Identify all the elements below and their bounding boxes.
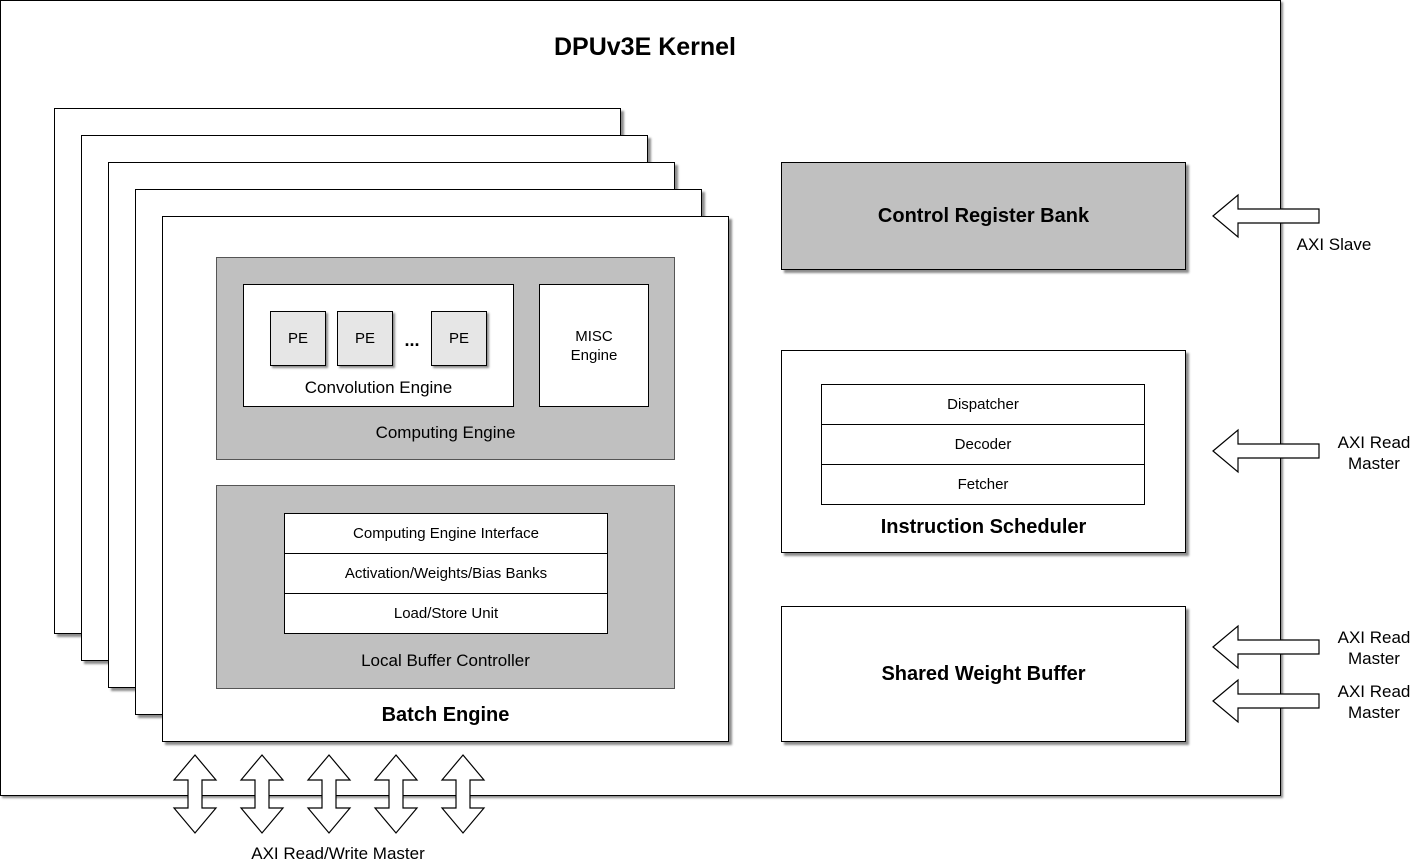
axi-slave-label: AXI Slave	[1296, 235, 1372, 254]
axi-rw-arrow-2	[239, 754, 285, 834]
instruction-scheduler: Dispatcher Decoder Fetcher Instruction S…	[781, 350, 1186, 553]
axi-read-master-2-line1: AXI Read	[1337, 628, 1411, 647]
axi-rw-arrow-3	[306, 754, 352, 834]
kernel-title: DPUv3E Kernel	[553, 33, 737, 61]
convolution-engine: PE PE ... PE Convolution Engine	[243, 284, 514, 407]
pe-block-2: PE	[337, 311, 393, 366]
lbc-row-load-store-unit: Load/Store Unit	[284, 593, 608, 634]
computing-engine-label: Computing Engine	[375, 423, 516, 442]
axi-read-master-2-line2: Master	[1348, 649, 1400, 668]
shared-weight-buffer: Shared Weight Buffer	[781, 606, 1186, 742]
axi-read-master-arrow-2	[1212, 624, 1320, 670]
pe-block-1: PE	[270, 311, 326, 366]
scheduler-row-fetcher: Fetcher	[821, 464, 1145, 505]
axi-read-master-3-line1: AXI Read	[1337, 682, 1411, 701]
misc-engine-line2: Engine	[570, 346, 618, 364]
pe-block-3: PE	[431, 311, 487, 366]
axi-read-master-label-3: AXI Read Master	[1322, 681, 1426, 723]
local-buffer-controller: Computing Engine Interface Activation/We…	[216, 485, 675, 689]
batch-engine: PE PE ... PE Convolution Engine MISC Eng…	[162, 216, 729, 742]
axi-read-master-arrow-3	[1212, 678, 1320, 724]
computing-engine: PE PE ... PE Convolution Engine MISC Eng…	[216, 257, 675, 460]
convolution-engine-label: Convolution Engine	[304, 378, 453, 397]
local-buffer-controller-label: Local Buffer Controller	[361, 651, 530, 670]
control-register-bank: Control Register Bank	[781, 162, 1186, 270]
axi-rw-arrow-5	[440, 754, 486, 834]
axi-read-master-label-1: AXI Read Master	[1322, 432, 1426, 474]
axi-rw-arrow-1	[172, 754, 218, 834]
pe-ellipsis: ...	[404, 330, 420, 350]
axi-read-master-1-line2: Master	[1348, 454, 1400, 473]
lbc-row-activation-weights-bias-banks: Activation/Weights/Bias Banks	[284, 553, 608, 594]
axi-read-write-master-label: AXI Read/Write Master	[251, 844, 425, 863]
axi-read-master-3-line2: Master	[1348, 703, 1400, 722]
lbc-row-computing-engine-interface: Computing Engine Interface	[284, 513, 608, 554]
axi-read-master-label-2: AXI Read Master	[1322, 627, 1426, 669]
instruction-scheduler-label: Instruction Scheduler	[880, 516, 1087, 538]
axi-slave-arrow	[1212, 193, 1320, 239]
misc-engine-line1: MISC	[575, 327, 613, 345]
misc-engine: MISC Engine	[539, 284, 649, 407]
axi-read-master-1-line1: AXI Read	[1337, 433, 1411, 452]
batch-engine-label: Batch Engine	[381, 704, 510, 726]
scheduler-row-decoder: Decoder	[821, 424, 1145, 465]
axi-read-master-arrow-1	[1212, 428, 1320, 474]
axi-rw-arrow-4	[373, 754, 419, 834]
